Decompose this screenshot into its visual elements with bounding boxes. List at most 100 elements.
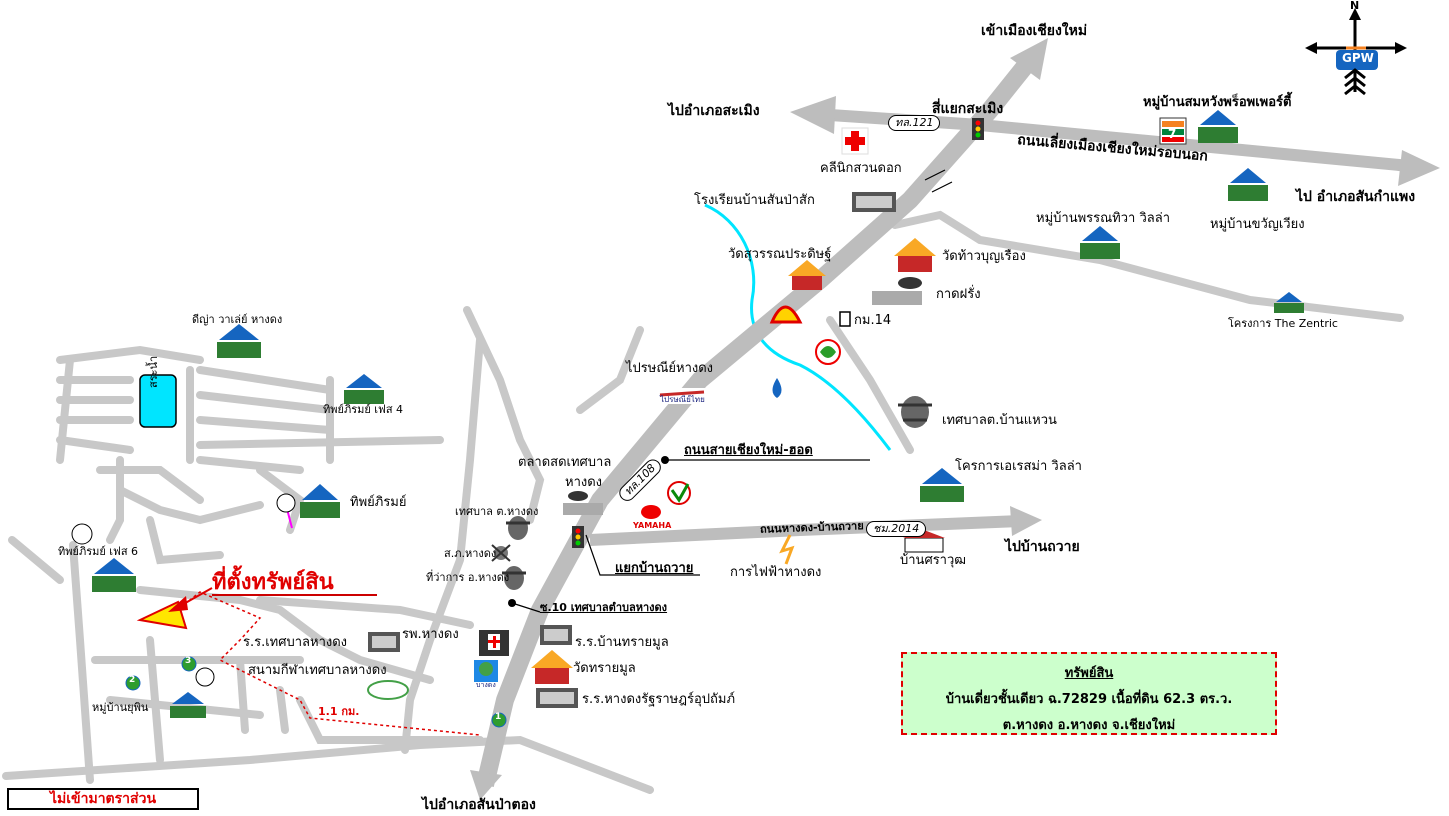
property-location-label: ที่ตั้งทรัพย์สิน (212, 570, 334, 595)
label-zentric: โครงการ The Zentric (1228, 317, 1338, 330)
building-icon (904, 537, 944, 553)
road-2014 (589, 506, 1042, 546)
label-district-office: ที่ว่าการ อ.หางดง (426, 571, 510, 584)
stadium-logo-icon (367, 680, 409, 700)
label-stadium: สนามกีฬาเทศบาลหางดง (248, 663, 387, 678)
compass-north-label: N (1350, 0, 1360, 12)
label-dee-valley: ดีญ่า วาเล่ย์ หางดง (192, 313, 283, 326)
electricity-logo-icon (779, 534, 795, 565)
property-location-underline (212, 594, 377, 596)
leader-lines (511, 459, 870, 613)
info-line-2: ต.หางดง อ.หางดง จ.เชียงใหม่ (1002, 718, 1176, 733)
label-post-logo: ไปรษณีย์ไทย (660, 395, 705, 404)
label-to-sankamphaeng: ไป อำเภอสันกำแพง (1296, 189, 1416, 205)
pt-logo-mark (820, 346, 836, 358)
label-stadium-logo: บางดง (476, 681, 496, 689)
label-electricity: การไฟฟ้าหางดง (730, 565, 822, 580)
school-icon (540, 625, 572, 645)
info-line-1: บ้านเดี่ยวชั้นเดียว ฉ.72829 เนื้อที่ดิน … (945, 692, 1233, 707)
label-wat-suwan: วัดสุวรรณประดิษฐ์ (728, 247, 832, 262)
road-tag-121: ทล.121 (888, 115, 941, 131)
village-house-icon (1274, 292, 1304, 313)
garuda-emblem-icon (506, 516, 530, 540)
village-house-icon (920, 468, 964, 502)
marker-2-label: 2 (129, 675, 136, 685)
label-pond: สระน้ำ (147, 355, 160, 388)
school-icon (368, 632, 400, 652)
garuda-emblem-icon (898, 396, 932, 428)
info-title: ทรัพย์สิน (1064, 666, 1114, 681)
temple-icon (788, 260, 826, 290)
village-house-icon (217, 324, 261, 358)
hospital-cross-icon (841, 127, 869, 155)
market-icon (563, 491, 603, 515)
seven-eleven-icon (1159, 117, 1187, 145)
village-house-icon (1198, 110, 1238, 143)
village-house-icon (344, 374, 384, 404)
label-kad-farang: กาดฝรั่ง (936, 287, 981, 302)
village-house-icon (1080, 226, 1120, 259)
label-wat-saimun: วัดทรายมูล (573, 661, 636, 676)
seven-eleven-label: 7 (1168, 127, 1177, 141)
village-house-icon (170, 692, 206, 718)
hospital-building-icon (479, 630, 509, 656)
marker-3-label: 3 (185, 656, 192, 666)
marker-1-label: 1 (495, 712, 502, 722)
label-yamaha: YAMAHA (633, 521, 672, 530)
km-post-icon (839, 311, 851, 327)
property-info-box: ทรัพย์สิน บ้านเดี่ยวชั้นเดียว ฉ.72829 เน… (901, 652, 1277, 735)
garuda-emblem-icon (502, 566, 526, 590)
label-to-banthawai: ไปบ้านถวาย (1005, 539, 1080, 555)
label-post-office: ไปรษณีย์หางดง (626, 361, 714, 376)
not-to-scale-notice: ไม่เข้ามาตราส่วน (7, 788, 199, 810)
canal (704, 203, 892, 451)
label-police: ส.ภ.หางดง (444, 547, 497, 560)
label-school-bansai: ร.ร.บ้านทรายมูล (575, 635, 669, 650)
label-thip-4: ทิพย์ภิรมย์ เฟส 4 (323, 403, 404, 416)
label-to-sanpatong: ไปอำเภอสันป่าตอง (422, 797, 536, 813)
temple-icon (531, 650, 573, 684)
village-house-icon (300, 484, 340, 518)
kbank-logo-mark (670, 483, 690, 503)
pin-circle (71, 523, 93, 545)
post-logo-wing (659, 390, 705, 397)
label-thip: ทิพย์ภิรมย์ (350, 495, 407, 510)
label-school-hangdong-rat: ร.ร.หางดงรัฐราษฎร์อุปถัมภ์ (582, 692, 736, 707)
label-moo-khwanwiang: หมู่บ้านขวัญเวียง (1210, 217, 1305, 232)
shell-logo-icon (769, 305, 803, 324)
road-tag-2014: ชม.2014 (866, 521, 927, 537)
label-hospital: รพ.หางดง (402, 627, 459, 642)
highway-108 (470, 38, 1048, 800)
route-line (174, 591, 481, 736)
marker-3-icon (181, 656, 197, 672)
leader-dot (661, 456, 669, 464)
market-icon (872, 277, 922, 305)
label-soi10: ซ.10 เทศบาลตำบลหางดง (540, 601, 668, 614)
label-wat-thao: วัดท้าวบุญเรือง (942, 249, 1026, 264)
label-thesaban-banwaen: เทศบาลต.บ้านแหวน (942, 413, 1057, 428)
district-tree-logo-leaf (479, 662, 493, 676)
village-house-icon (1228, 168, 1268, 201)
north-compass-icon (1305, 8, 1407, 96)
label-km14: กม.14 (854, 313, 892, 328)
label-aremar: โครการเอเรสม่า วิลล่า (955, 459, 1082, 474)
label-moo-pannathiwa: หมู่บ้านพรรณทิวา วิลล่า (1036, 211, 1171, 226)
label-thesaban-hangdong: เทศบาล ต.หางดง (455, 505, 539, 518)
label-thip-6: ทิพย์ภิรมย์ เฟส 6 (58, 545, 139, 558)
marker-1-icon (491, 712, 507, 728)
label-school-thesaban: ร.ร.เทศบาลหางดง (243, 635, 348, 650)
label-distance: 1.1 กม. (318, 705, 360, 718)
label-school-sanpasak: โรงเรียนบ้านสันป่าสัก (694, 193, 815, 208)
label-moo-somwang: หมู่บ้านสมหวังพร็อพเพอร์ตี้ (1143, 95, 1292, 110)
property-pointer-head (168, 596, 188, 612)
traffic-light-icon (572, 526, 584, 548)
compass-logo-label: GPW (1342, 51, 1374, 65)
yamaha-logo-icon (641, 505, 661, 519)
traffic-light-icon (972, 118, 984, 140)
marker-2-icon (125, 675, 141, 691)
pond (139, 374, 177, 428)
village-house-icon (92, 558, 136, 592)
label-ban-srawut: บ้านศราวุฒ (900, 553, 967, 568)
temple-icon (894, 238, 936, 272)
